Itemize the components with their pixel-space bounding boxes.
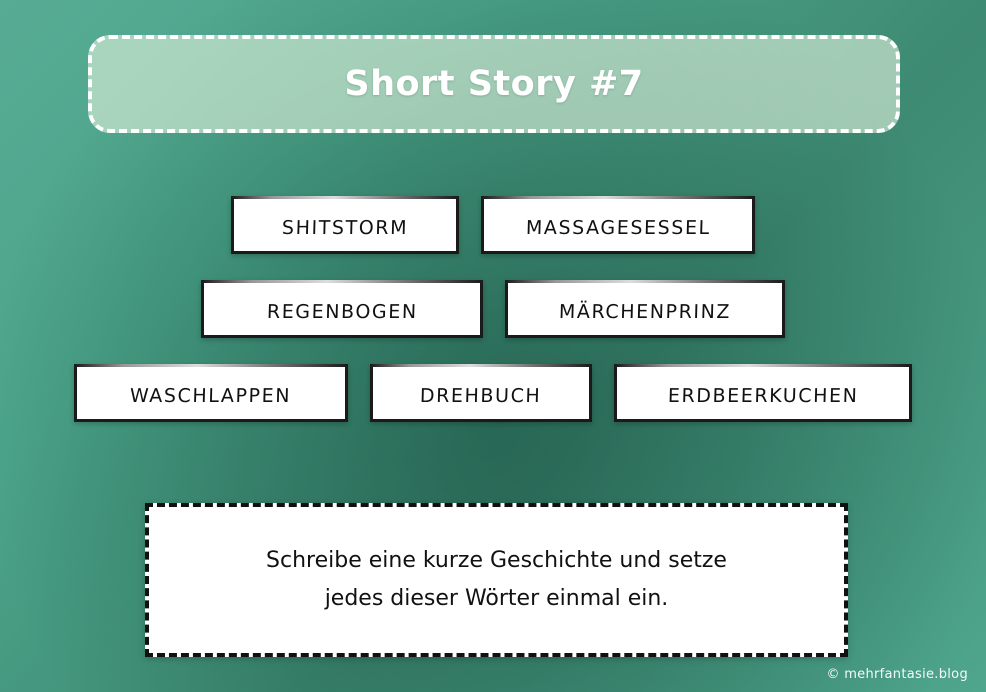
word-card-drehbuch[interactable]: Drehbuch: [370, 364, 592, 422]
word-card-maerchenprinz[interactable]: Märchenprinz: [505, 280, 785, 338]
instruction-box: Schreibe eine kurze Geschichte und setze…: [145, 503, 848, 657]
word-card-erdbeerkuchen[interactable]: Erdbeerkuchen: [614, 364, 912, 422]
word-card-label: Shitstorm: [281, 209, 409, 241]
word-card-waschlappen[interactable]: Waschlappen: [74, 364, 348, 422]
footer-credit: © mehrfantasie.blog: [826, 667, 968, 682]
word-card-massagesessel[interactable]: Massagesessel: [481, 196, 755, 254]
word-card-row: Shitstorm Massagesessel: [0, 196, 986, 254]
word-card-label: Märchenprinz: [558, 293, 732, 325]
instruction-line-1: Schreibe eine kurze Geschichte und setze: [266, 547, 727, 573]
word-card-label: Drehbuch: [419, 377, 543, 409]
word-card-label: Waschlappen: [130, 377, 292, 409]
word-card-label: Massagesessel: [525, 209, 711, 241]
word-card-regenbogen[interactable]: Regenbogen: [201, 280, 483, 338]
word-card-shitstorm[interactable]: Shitstorm: [231, 196, 459, 254]
word-card-label: Regenbogen: [266, 293, 418, 325]
title-banner: Short Story #7: [88, 35, 900, 133]
page-title: Short Story #7: [344, 64, 644, 104]
instruction-text: Schreibe eine kurze Geschichte und setze…: [226, 542, 767, 619]
word-card-grid: Shitstorm Massagesessel Regenbogen Märch…: [0, 196, 986, 448]
word-card-row: Waschlappen Drehbuch Erdbeerkuchen: [0, 364, 986, 422]
word-card-row: Regenbogen Märchenprinz: [0, 280, 986, 338]
instruction-line-2: jedes dieser Wörter einmal ein.: [324, 586, 669, 611]
word-card-label: Erdbeerkuchen: [667, 377, 859, 409]
